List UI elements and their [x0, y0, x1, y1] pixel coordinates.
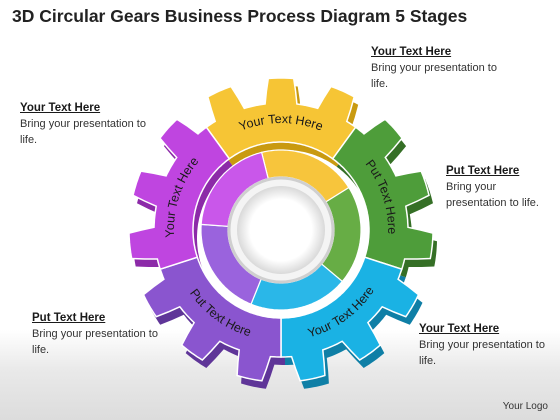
note-bottom-left: Put Text Here Bring your presentation to…	[32, 310, 172, 358]
note-heading: Your Text Here	[419, 323, 500, 335]
note-body: Bring your presentation to life.	[20, 118, 146, 146]
note-body: Bring your presentation to life.	[446, 181, 539, 209]
note-right: Put Text Here Bring your presentation to…	[446, 163, 556, 211]
note-top-right: Your Text Here Bring your presentation t…	[371, 44, 511, 92]
note-heading: Your Text Here	[371, 46, 452, 58]
note-heading: Put Text Here	[32, 312, 106, 324]
gear-hub	[237, 186, 325, 274]
gear-segment-label: Your Text Here	[237, 112, 325, 134]
logo-text: Your Logo	[502, 401, 548, 412]
note-heading: Your Text Here	[20, 102, 101, 114]
gear-segment-5	[128, 118, 231, 271]
gear-segment-label-text: Your Text Here	[237, 112, 325, 134]
note-body: Bring your presentation to life.	[32, 328, 158, 356]
page-title: 3D Circular Gears Business Process Diagr…	[12, 6, 468, 26]
note-top-left: Your Text Here Bring your presentation t…	[20, 100, 160, 148]
note-body: Bring your presentation to life.	[419, 339, 545, 367]
note-heading: Put Text Here	[446, 165, 520, 177]
note-body: Bring your presentation to life.	[371, 62, 497, 90]
note-bottom-right: Your Text Here Bring your presentation t…	[419, 321, 559, 369]
